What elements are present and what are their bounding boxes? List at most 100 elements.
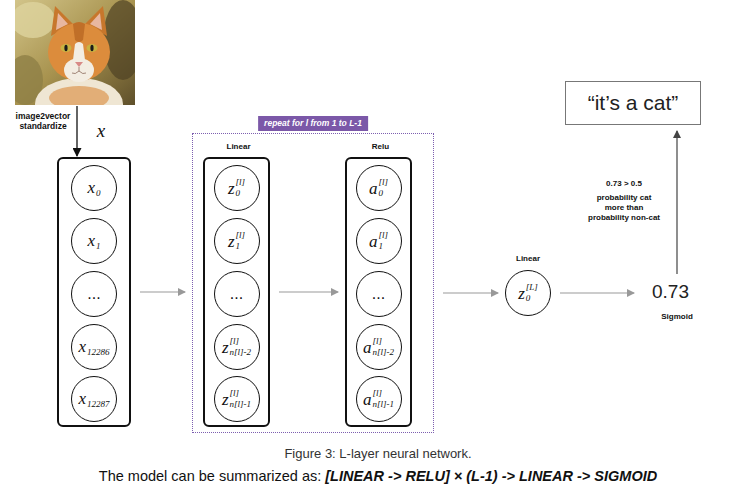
math-term: a[l]n[l]-1 bbox=[363, 388, 394, 410]
index-stack: [l]n[l]-1 bbox=[230, 388, 252, 410]
math-term: x1 bbox=[87, 230, 100, 252]
variable: z bbox=[518, 285, 525, 302]
index-spacer bbox=[87, 388, 110, 399]
linear-layer-box: Linearz[l]0z[l]1...z[l]n[l]-2z[l]n[l]-1 bbox=[203, 157, 270, 427]
prediction-box: “it’s a cat” bbox=[565, 81, 702, 125]
linear-neuron: z[l]1 bbox=[214, 218, 260, 264]
layer-heading: Linear bbox=[516, 255, 540, 263]
variable: x bbox=[87, 232, 95, 249]
superscript: [l] bbox=[372, 336, 394, 347]
variable: x bbox=[87, 179, 95, 196]
input-neuron: ... bbox=[71, 271, 117, 317]
photo-blur bbox=[15, 2, 55, 38]
variable: a bbox=[369, 180, 378, 197]
flow-arrow bbox=[443, 293, 498, 294]
superscript: [l] bbox=[378, 230, 388, 241]
index-spacer bbox=[87, 336, 110, 347]
cat-nose bbox=[75, 62, 83, 67]
relu-layer-box: Relua[l]0a[l]1...a[l]n[l]-2a[l]n[l]-1 bbox=[345, 157, 412, 427]
subscript: 0 bbox=[526, 293, 538, 304]
ellipsis: ... bbox=[372, 286, 385, 302]
variable: a bbox=[363, 339, 372, 356]
index-stack: [l]0 bbox=[378, 177, 388, 199]
threshold-note: 0.73 > 0.5 bbox=[586, 179, 662, 189]
math-term: x0 bbox=[87, 177, 100, 199]
math-term: a[l]1 bbox=[369, 230, 388, 252]
summary-line: The model can be summarized as:[LINEAR -… bbox=[0, 467, 756, 485]
cat-fur bbox=[49, 86, 109, 105]
summary-text: The model can be summarized as: bbox=[99, 467, 321, 485]
linear-neuron: z[l]n[l]-1 bbox=[214, 376, 260, 422]
index-stack: [l]1 bbox=[236, 230, 246, 252]
prediction-text: “it’s a cat” bbox=[588, 91, 679, 114]
index-stack: [l]n[l]-1 bbox=[372, 388, 394, 410]
linear-neuron: z[l]n[l]-2 bbox=[214, 324, 260, 370]
superscript: [l] bbox=[378, 177, 388, 188]
cat-photo bbox=[15, 0, 135, 105]
index-stack: [l]1 bbox=[378, 230, 388, 252]
superscript: [L] bbox=[526, 282, 538, 293]
summary-formula: [LINEAR -> RELU] × (L-1) -> LINEAR -> SI… bbox=[325, 467, 657, 485]
math-term: a[l]n[l]-2 bbox=[363, 336, 394, 358]
figure-caption: Figure 3: L-layer neural network. bbox=[0, 446, 756, 462]
variable: x bbox=[78, 390, 86, 407]
layer-heading: Relu bbox=[372, 143, 389, 151]
repeat-tag: repeat for l from 1 to L-1 bbox=[258, 116, 368, 131]
index-stack: [l]0 bbox=[236, 177, 246, 199]
math-term: z[l]n[l]-1 bbox=[222, 388, 251, 410]
output-value: 0.73 bbox=[652, 281, 689, 303]
superscript: [l] bbox=[372, 388, 394, 399]
cat-eye bbox=[87, 44, 98, 52]
activation-name: Sigmoid bbox=[647, 312, 707, 322]
subscript: 1 bbox=[378, 241, 388, 252]
cat-chest bbox=[35, 78, 123, 105]
variable: z bbox=[228, 180, 235, 197]
relu-neuron: ... bbox=[356, 271, 402, 317]
subscript: 0 bbox=[236, 188, 246, 199]
cat-pupil bbox=[90, 45, 93, 52]
input-neuron: x1 bbox=[71, 218, 117, 264]
index-stack: [l]n[l]-2 bbox=[372, 336, 394, 358]
cat-blaze bbox=[73, 42, 85, 60]
cat-stripe bbox=[73, 22, 85, 42]
index-stack: 12286 bbox=[87, 336, 110, 358]
subscript: n[l]-1 bbox=[372, 399, 394, 410]
sigmoid-arrow bbox=[560, 293, 634, 294]
superscript: [l] bbox=[230, 336, 252, 347]
subscript: n[l]-2 bbox=[372, 347, 394, 358]
math-term: z[l]1 bbox=[228, 230, 245, 252]
index-stack: 12287 bbox=[87, 388, 110, 410]
output-neuron: Linearz[L]0 bbox=[505, 270, 551, 316]
ellipsis: ... bbox=[230, 286, 243, 302]
superscript: [l] bbox=[236, 230, 246, 241]
input-arrow bbox=[76, 106, 77, 156]
subscript: 0 bbox=[378, 188, 388, 199]
math-term: z[l]0 bbox=[228, 177, 245, 199]
variable: a bbox=[363, 391, 372, 408]
superscript: [l] bbox=[236, 177, 246, 188]
cat-head bbox=[48, 23, 110, 81]
input-layer-box: xx0x1...x12286x12287 bbox=[57, 157, 131, 427]
math-term: x12287 bbox=[78, 388, 109, 410]
index-stack: [L]0 bbox=[526, 282, 538, 304]
variable: x bbox=[78, 338, 86, 355]
decision-arrow bbox=[676, 131, 677, 274]
index-stack: 0 bbox=[96, 177, 101, 199]
variable: z bbox=[222, 391, 229, 408]
layer-heading: x bbox=[97, 121, 105, 140]
cat-muzzle bbox=[64, 58, 94, 82]
input-neuron: x12287 bbox=[71, 376, 117, 422]
subscript: n[l]-1 bbox=[230, 399, 252, 410]
input-neuron: x0 bbox=[71, 165, 117, 211]
index-stack: 1 bbox=[96, 230, 101, 252]
variable: z bbox=[222, 339, 229, 356]
index-spacer bbox=[96, 230, 101, 241]
relu-neuron: a[l]n[l]-1 bbox=[356, 376, 402, 422]
math-term: x12286 bbox=[78, 336, 109, 358]
photo-blur bbox=[103, 0, 135, 80]
math-term: z[l]n[l]-2 bbox=[222, 336, 251, 358]
variable: z bbox=[228, 233, 235, 250]
linear-neuron: z[l]0 bbox=[214, 165, 260, 211]
flow-arrow bbox=[279, 292, 338, 293]
